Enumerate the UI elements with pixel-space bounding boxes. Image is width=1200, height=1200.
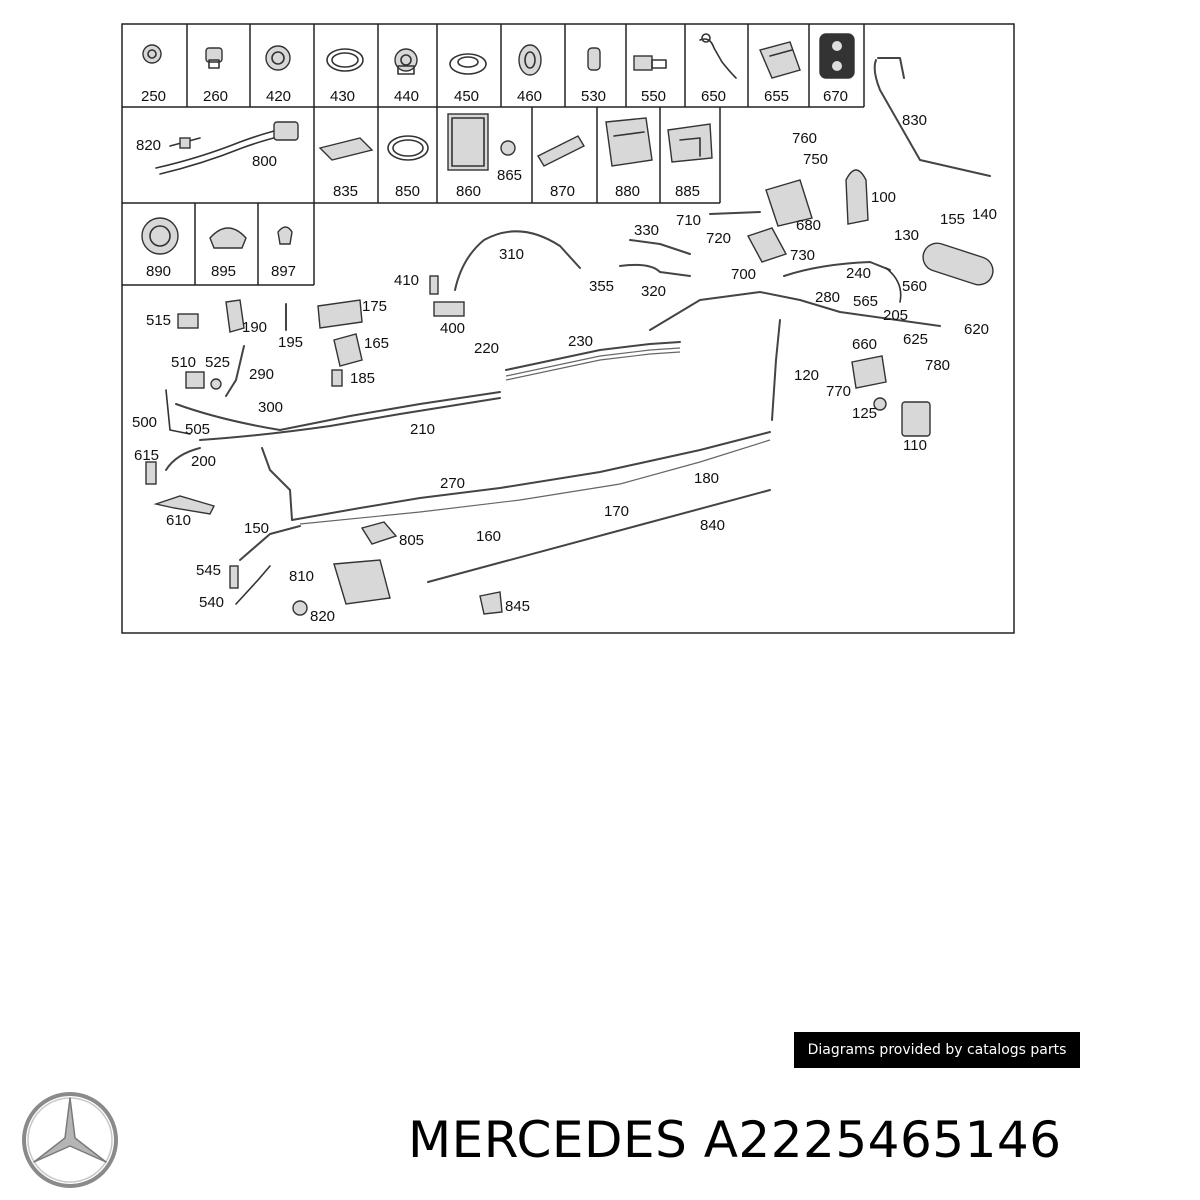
label-530: 530 (581, 88, 606, 105)
label-885: 885 (675, 183, 700, 200)
label-200: 200 (191, 453, 216, 470)
label-545: 545 (196, 562, 221, 579)
label-660: 660 (852, 336, 877, 353)
label-355: 355 (589, 278, 614, 295)
label-820: 820 (136, 137, 161, 154)
label-865: 865 (497, 167, 522, 184)
label-410: 410 (394, 272, 419, 289)
label-230: 230 (568, 333, 593, 350)
main-assembly (145, 57, 994, 616)
label-250: 250 (141, 88, 166, 105)
label-897: 897 (271, 263, 296, 280)
label-750: 750 (803, 151, 828, 168)
label-565: 565 (853, 293, 878, 310)
label-160: 160 (476, 528, 501, 545)
label-240: 240 (846, 265, 871, 282)
label-500: 500 (132, 414, 157, 431)
label-840: 840 (700, 517, 725, 534)
label-450: 450 (454, 88, 479, 105)
label-130: 130 (894, 227, 919, 244)
label-780: 780 (925, 357, 950, 374)
label-650: 650 (701, 88, 726, 105)
label-615: 615 (134, 447, 159, 464)
label-220: 220 (474, 340, 499, 357)
label-810: 810 (289, 568, 314, 585)
label-430: 430 (330, 88, 355, 105)
label-170: 170 (604, 503, 629, 520)
part-icons-row3 (141, 217, 293, 255)
label-770: 770 (826, 383, 851, 400)
label-835: 835 (333, 183, 358, 200)
label-320: 320 (641, 283, 666, 300)
label-175: 175 (362, 298, 387, 315)
label-610: 610 (166, 512, 191, 529)
label-290: 290 (249, 366, 274, 383)
part-number-title: MERCEDES A2225465146 (408, 1111, 1062, 1169)
label-670: 670 (823, 88, 848, 105)
label-310: 310 (499, 246, 524, 263)
label-300: 300 (258, 399, 283, 416)
label-505: 505 (185, 421, 210, 438)
label-820-bottom: 820 (310, 608, 335, 625)
label-540: 540 (199, 594, 224, 611)
label-125: 125 (852, 405, 877, 422)
label-805: 805 (399, 532, 424, 549)
label-890: 890 (146, 263, 171, 280)
label-120: 120 (794, 367, 819, 384)
label-330: 330 (634, 222, 659, 239)
label-720: 720 (706, 230, 731, 247)
label-550: 550 (641, 88, 666, 105)
part-icons-row1 (142, 33, 855, 79)
label-655: 655 (764, 88, 789, 105)
label-100: 100 (871, 189, 896, 206)
label-860: 860 (456, 183, 481, 200)
label-800: 800 (252, 153, 277, 170)
label-190: 190 (242, 319, 267, 336)
mercedes-star-logo (22, 1092, 118, 1188)
label-560: 560 (902, 278, 927, 295)
label-680: 680 (796, 217, 821, 234)
label-880: 880 (615, 183, 640, 200)
label-155: 155 (940, 211, 965, 228)
label-730: 730 (790, 247, 815, 264)
label-895: 895 (211, 263, 236, 280)
part-labels: 250 260 420 430 440 450 460 530 550 650 … (132, 88, 997, 625)
label-700: 700 (731, 266, 756, 283)
label-165: 165 (364, 335, 389, 352)
parts-grid (122, 24, 865, 286)
label-845: 845 (505, 598, 530, 615)
label-625: 625 (903, 331, 928, 348)
label-150: 150 (244, 520, 269, 537)
label-185: 185 (350, 370, 375, 387)
label-280: 280 (815, 289, 840, 306)
label-400: 400 (440, 320, 465, 337)
label-195: 195 (278, 334, 303, 351)
label-710: 710 (676, 212, 701, 229)
diagram-frame (121, 23, 1015, 634)
label-270: 270 (440, 475, 465, 492)
label-870: 870 (550, 183, 575, 200)
label-420: 420 (266, 88, 291, 105)
part-icons-row2 (155, 113, 713, 175)
label-260: 260 (203, 88, 228, 105)
label-515: 515 (146, 312, 171, 329)
label-440: 440 (394, 88, 419, 105)
label-140: 140 (972, 206, 997, 223)
credit-banner: Diagrams provided by catalogs parts (794, 1032, 1080, 1068)
label-205: 205 (883, 307, 908, 324)
label-110: 110 (903, 437, 927, 454)
label-620: 620 (964, 321, 989, 338)
label-460: 460 (517, 88, 542, 105)
label-760: 760 (792, 130, 817, 147)
label-525: 525 (205, 354, 230, 371)
label-510: 510 (171, 354, 196, 371)
label-850: 850 (395, 183, 420, 200)
label-210: 210 (410, 421, 435, 438)
label-180: 180 (694, 470, 719, 487)
label-830: 830 (902, 112, 927, 129)
